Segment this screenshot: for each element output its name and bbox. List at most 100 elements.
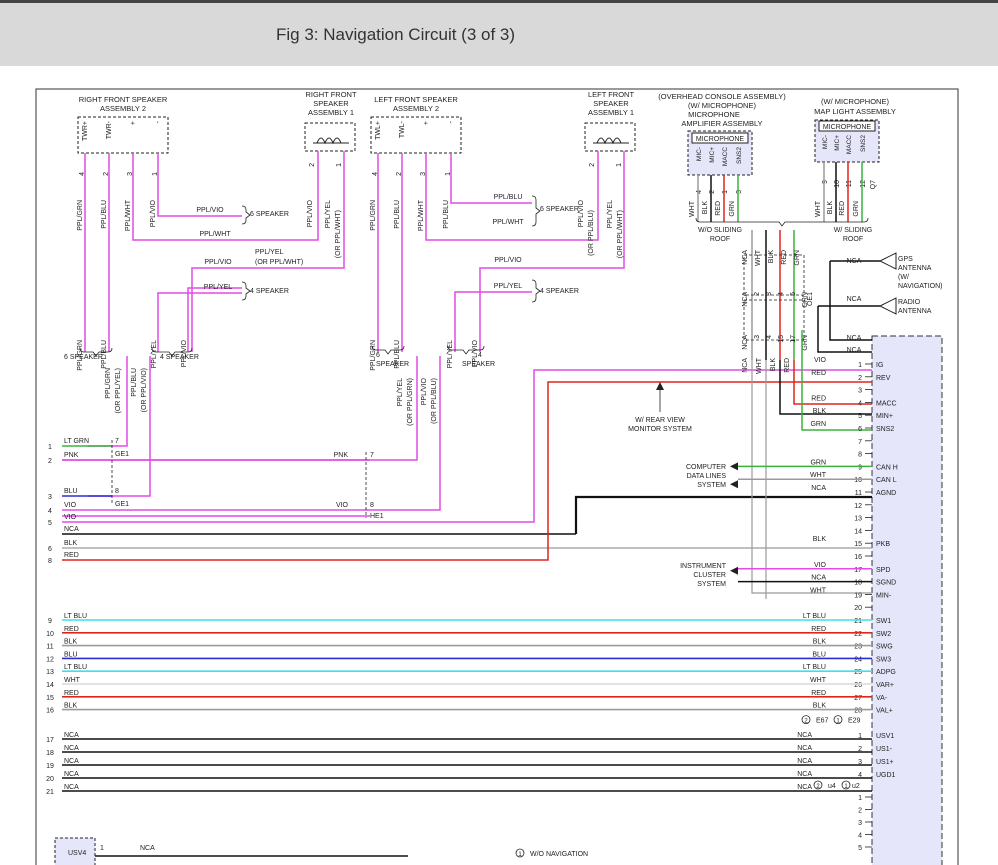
wire-label: PPL/YEL	[607, 200, 614, 229]
unit-pin-wire-label: LT BLU	[803, 664, 826, 671]
harness-wire-label: BLU	[64, 651, 78, 658]
bundle-label: BLK	[770, 358, 777, 372]
left-wire-number: 8	[48, 558, 52, 565]
bracket	[151, 347, 193, 357]
unit-pin-number: 1	[858, 795, 862, 802]
lf2-wire-ppl-wht	[425, 151, 599, 241]
unit-pin-number: 3	[858, 388, 862, 395]
unit-pin-number: 5	[858, 413, 862, 420]
bundle-label: BLK	[768, 250, 775, 264]
usv4-pin: 1	[100, 845, 104, 852]
unit-pin-number: 6	[858, 426, 862, 433]
radio-antenna-label: ANTENNA	[898, 308, 932, 315]
unit-pin-name: USV1	[876, 733, 894, 740]
left-wire-label: BLK	[64, 540, 78, 547]
usb-wire-label: NCA	[797, 771, 812, 778]
map-wire-label: BLK	[827, 201, 834, 215]
bundle-label: OE1	[807, 292, 814, 306]
wire-label: PPL/VIO	[307, 199, 314, 227]
ovh-pin-number: 3	[736, 190, 743, 194]
wire-label: 4 SPEAKER	[160, 354, 199, 361]
connector-pin: 7	[370, 452, 374, 459]
wire-label: PPL/WHT	[418, 199, 425, 231]
wire-label: VIO	[336, 502, 349, 509]
map-wire-label: RED	[839, 201, 846, 216]
ovh-wire-label: WHT	[689, 200, 696, 217]
unit-pin-number: 24	[854, 656, 862, 663]
lf2-pin-name: +	[423, 121, 430, 125]
left-wire-label: VIO	[64, 514, 77, 521]
bracket	[79, 347, 113, 357]
radio-antenna-wire	[817, 306, 872, 353]
instrument-note: SYSTEM	[697, 581, 726, 588]
gps-antenna-label: ANTENNA	[898, 265, 932, 272]
ovh-pin-number: 1	[722, 190, 729, 194]
rf2-pin-name: -	[155, 120, 162, 123]
unit-pin-name: US1-	[876, 746, 893, 753]
unit-pin-name: MIN-	[876, 592, 892, 599]
wire-label: PPL/YEL	[255, 249, 284, 256]
unit-pin-wire-label: BLK	[813, 408, 827, 415]
harness-wire-number: 14	[46, 682, 54, 689]
connector-ge1: GE1	[115, 451, 129, 458]
bracket	[531, 279, 541, 303]
wire-red-rev	[62, 381, 872, 561]
unit-pin-number: 16	[854, 554, 862, 561]
wire-label: (OR PPL/YEL)	[115, 368, 122, 414]
unit-pin-wire-label: WHT	[810, 472, 827, 479]
wire-label: PPL/VIO	[578, 199, 585, 227]
usb-wire-number: 20	[46, 776, 54, 783]
wire-label: PPL/VIO	[421, 377, 428, 405]
radio-antenna-icon	[878, 297, 897, 315]
unit-pin-name: SW2	[876, 631, 891, 638]
map-pin-name: SNS2	[860, 135, 867, 152]
rf1-pin-number: 1	[336, 163, 343, 167]
unit-pin-number: 11	[855, 490, 862, 497]
gps-antenna-label: (W/	[898, 274, 909, 281]
ovh-wire-label: BLK	[702, 201, 709, 215]
unit-pin-number: 26	[854, 682, 862, 689]
wire-label: (OR PPL/VIO)	[141, 368, 148, 412]
unit-pin-number: 22	[854, 631, 862, 638]
map-pin-name: MACC	[846, 135, 853, 154]
bundle-label: GRN	[802, 292, 809, 308]
harness-wire-label: WHT	[64, 677, 81, 684]
lf2-title: LEFT FRONT SPEAKER	[374, 95, 458, 104]
unit-pin-number: 2	[858, 375, 862, 382]
connector-marker-number: 1	[518, 852, 522, 858]
sliding-note: ROOF	[710, 236, 730, 243]
gps-antenna-label: GPS	[898, 256, 913, 263]
unit-pin-name: UGD1	[876, 772, 896, 779]
lf2-pin-number: 1	[445, 172, 452, 176]
map-mic-box	[818, 120, 876, 132]
bundle-label: NCA	[742, 335, 749, 350]
rf2-box	[77, 116, 169, 154]
navigation-note: W/O NAVIGATION	[530, 851, 588, 858]
wire-label: SPEAKER	[376, 361, 409, 368]
wire-label: 6 SPEAKER	[64, 354, 103, 361]
wire-label: PPL/YEL	[397, 378, 404, 407]
left-wire-number: 4	[48, 508, 52, 515]
unit-pin-name: VA-	[876, 695, 888, 702]
lf1-wire-ppl-vio	[479, 151, 625, 352]
left-wire-label: VIO	[64, 502, 77, 509]
ovh-wire-label: RED	[715, 201, 722, 216]
wire-label: PPL/BLU	[101, 200, 108, 229]
usb-wire-label: NCA	[64, 745, 79, 752]
lf1-title: SPEAKER	[593, 99, 629, 108]
wire-label: PPL/GRN	[370, 340, 377, 371]
unit-pin-number: 9	[858, 464, 862, 471]
diagram-frame	[35, 88, 959, 865]
ovh-pin-name: MIC-	[696, 147, 703, 161]
harness-wire-label: RED	[64, 626, 79, 633]
wire-label: PPL/WHT	[199, 231, 231, 238]
unit-pin-number: 23	[854, 644, 862, 651]
bracket	[531, 195, 541, 227]
map-pin-name: MIC+	[834, 135, 841, 151]
lf2-wire-ppl-blu2	[450, 153, 532, 204]
rf2-pin-number: 3	[127, 172, 134, 176]
rf2-wire-ppl-vio	[157, 153, 242, 217]
unit-pin-number: 4	[858, 833, 862, 840]
lf1-pin-number: 2	[589, 163, 596, 167]
bundle-label: 3	[754, 335, 761, 339]
